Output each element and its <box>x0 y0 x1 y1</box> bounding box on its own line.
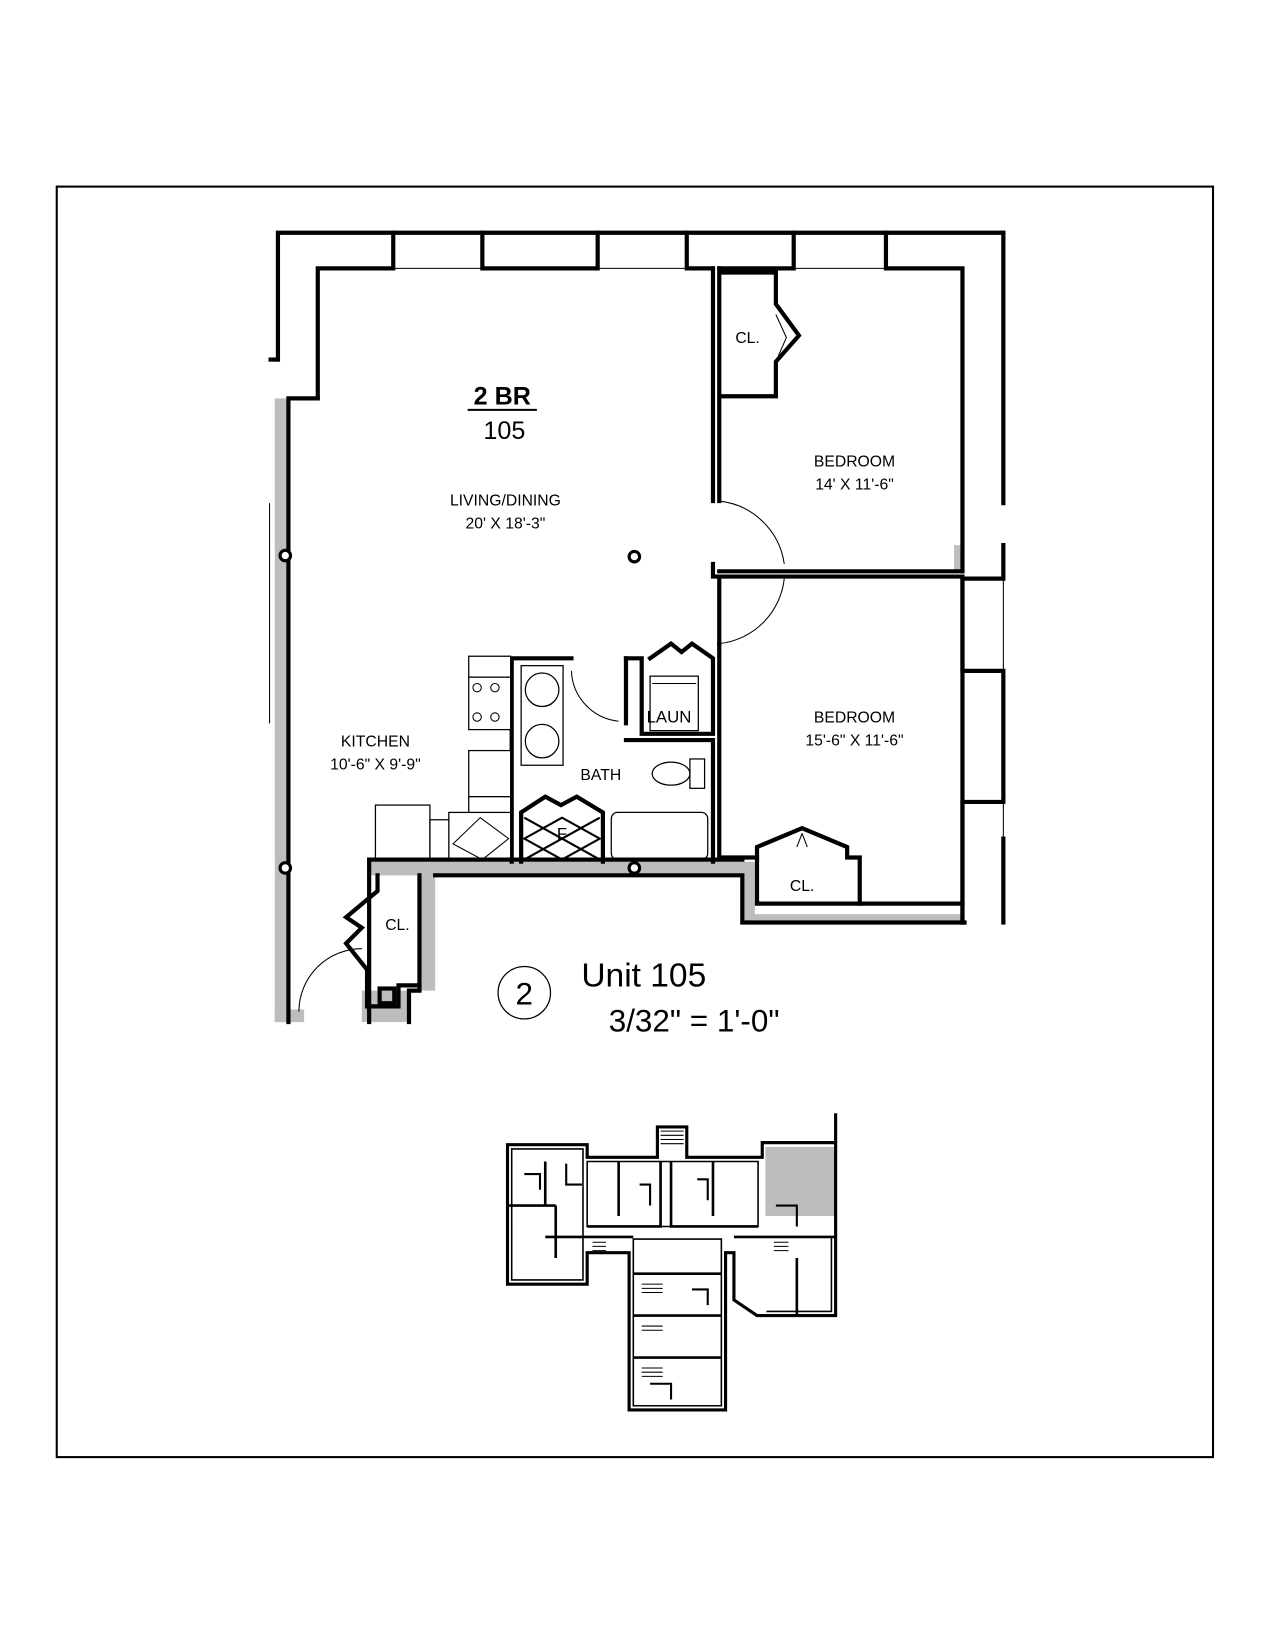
drawing-scale: 3/32" = 1'-0" <box>609 1004 780 1039</box>
closet-label-bedroom-1: CL. <box>735 330 759 347</box>
drawing-number-bubble <box>497 965 552 1020</box>
room-labels: 2 BR 105 LIVING/DINING 20' X 18'-3" BEDR… <box>330 330 903 934</box>
key-plan-highlighted-unit <box>765 1146 835 1217</box>
bedroom-2-size: 15'-6" X 11'-6" <box>805 732 903 749</box>
key-plan <box>505 1113 838 1412</box>
sheet-border <box>55 185 1215 1459</box>
kitchen-label: KITCHEN <box>341 733 410 750</box>
drawing-title: 2 Unit 105 3/32" = 1'-0" <box>497 957 780 1039</box>
furnace-hatch <box>522 816 602 861</box>
laundry-label: LAUN <box>647 707 692 726</box>
unit-plan <box>268 230 1006 1025</box>
bedroom-2-label: BEDROOM <box>814 709 895 726</box>
unit-number-label: 105 <box>483 417 525 445</box>
unit-type-label: 2 BR <box>474 383 531 411</box>
living-dining-size: 20' X 18'-3" <box>466 515 546 532</box>
bedroom-1-size: 14' X 11'-6" <box>815 477 894 494</box>
closet-label-entry: CL. <box>385 917 409 934</box>
bath-label: BATH <box>580 767 621 784</box>
furnace-label: F <box>557 825 567 844</box>
drawing-number: 2 <box>516 976 533 1011</box>
bedroom-1-label: BEDROOM <box>814 453 895 470</box>
living-dining-label: LIVING/DINING <box>450 492 561 509</box>
closet-label-bedroom-2: CL. <box>790 878 814 895</box>
kitchen-size: 10'-6" X 9'-9" <box>330 756 421 773</box>
drawing-title-text: Unit 105 <box>581 957 706 994</box>
